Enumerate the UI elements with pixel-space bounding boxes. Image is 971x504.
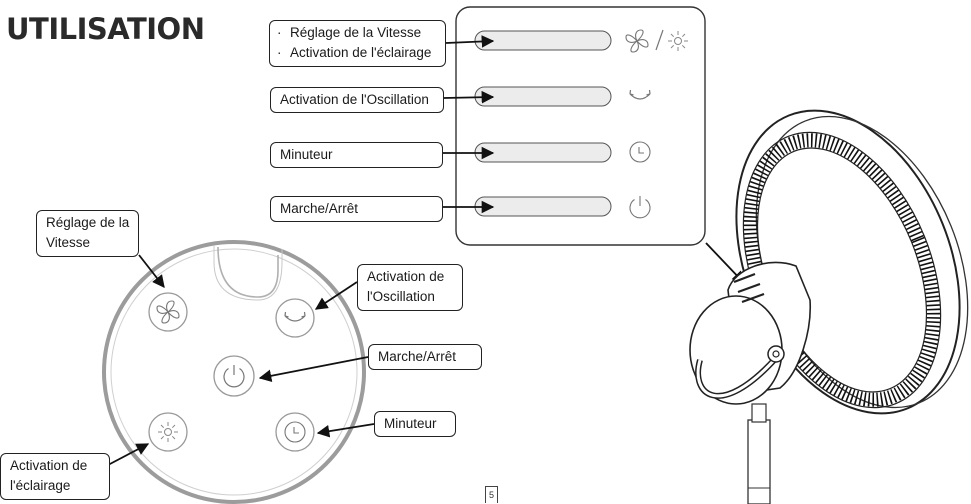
page-title: UTILISATION [6,12,205,46]
remote-label-oscillation: Activation de l'Oscillation [357,264,463,311]
remote-button-power [213,355,255,397]
remote-label-oscillation-line1: Activation de [367,269,445,284]
remote-button-timer [275,412,315,452]
remote-button-oscillation [275,298,315,338]
panel-slot-speed [474,30,612,51]
label-power: Marche/Arrêt [270,196,443,222]
slash-divider [655,29,664,51]
label-speed-light: Réglage de la Vitesse Activation de l'éc… [269,20,446,67]
fan-icon [625,29,649,53]
remote-button-speed [148,292,188,332]
remote-button-light [148,412,188,452]
control-panel [455,6,706,246]
oscillation-icon [629,89,651,100]
remote-label-light: Activation de l'éclairage [0,453,110,500]
remote-label-timer: Minuteur [374,411,456,437]
remote-label-power: Marche/Arrêt [368,344,482,370]
page-number: 5 [485,486,498,503]
remote-label-light-line1: Activation de [10,458,88,473]
clock-icon [629,141,651,163]
label-speed-text: Réglage de la Vitesse [279,23,436,43]
panel-slot-oscillation [474,86,612,107]
remote-label-speed-line2: Vitesse [46,235,91,250]
panel-slot-power [474,196,612,217]
remote-label-speed: Réglage de la Vitesse [36,210,139,257]
label-timer: Minuteur [270,142,443,168]
power-icon [629,196,651,219]
remote-label-light-line2: l'éclairage [10,478,71,493]
sun-icon [668,31,688,51]
remote-label-oscillation-line2: l'Oscillation [367,289,435,304]
label-oscillation: Activation de l'Oscillation [270,87,444,113]
panel-slot-timer [474,142,612,163]
fan-illustration [689,109,969,504]
label-light-text: Activation de l'éclairage [279,43,436,63]
remote-label-speed-line1: Réglage de la [46,215,130,230]
